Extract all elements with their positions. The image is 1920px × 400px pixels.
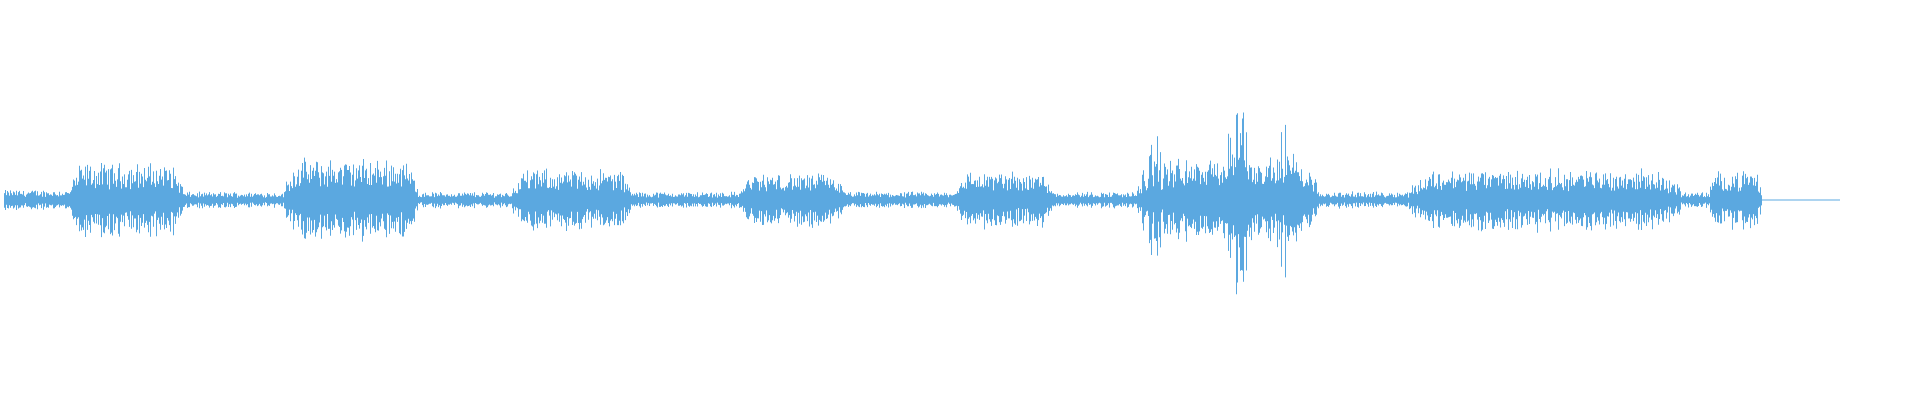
waveform-bars (4, 112, 1840, 295)
waveform-path (4, 112, 1762, 295)
